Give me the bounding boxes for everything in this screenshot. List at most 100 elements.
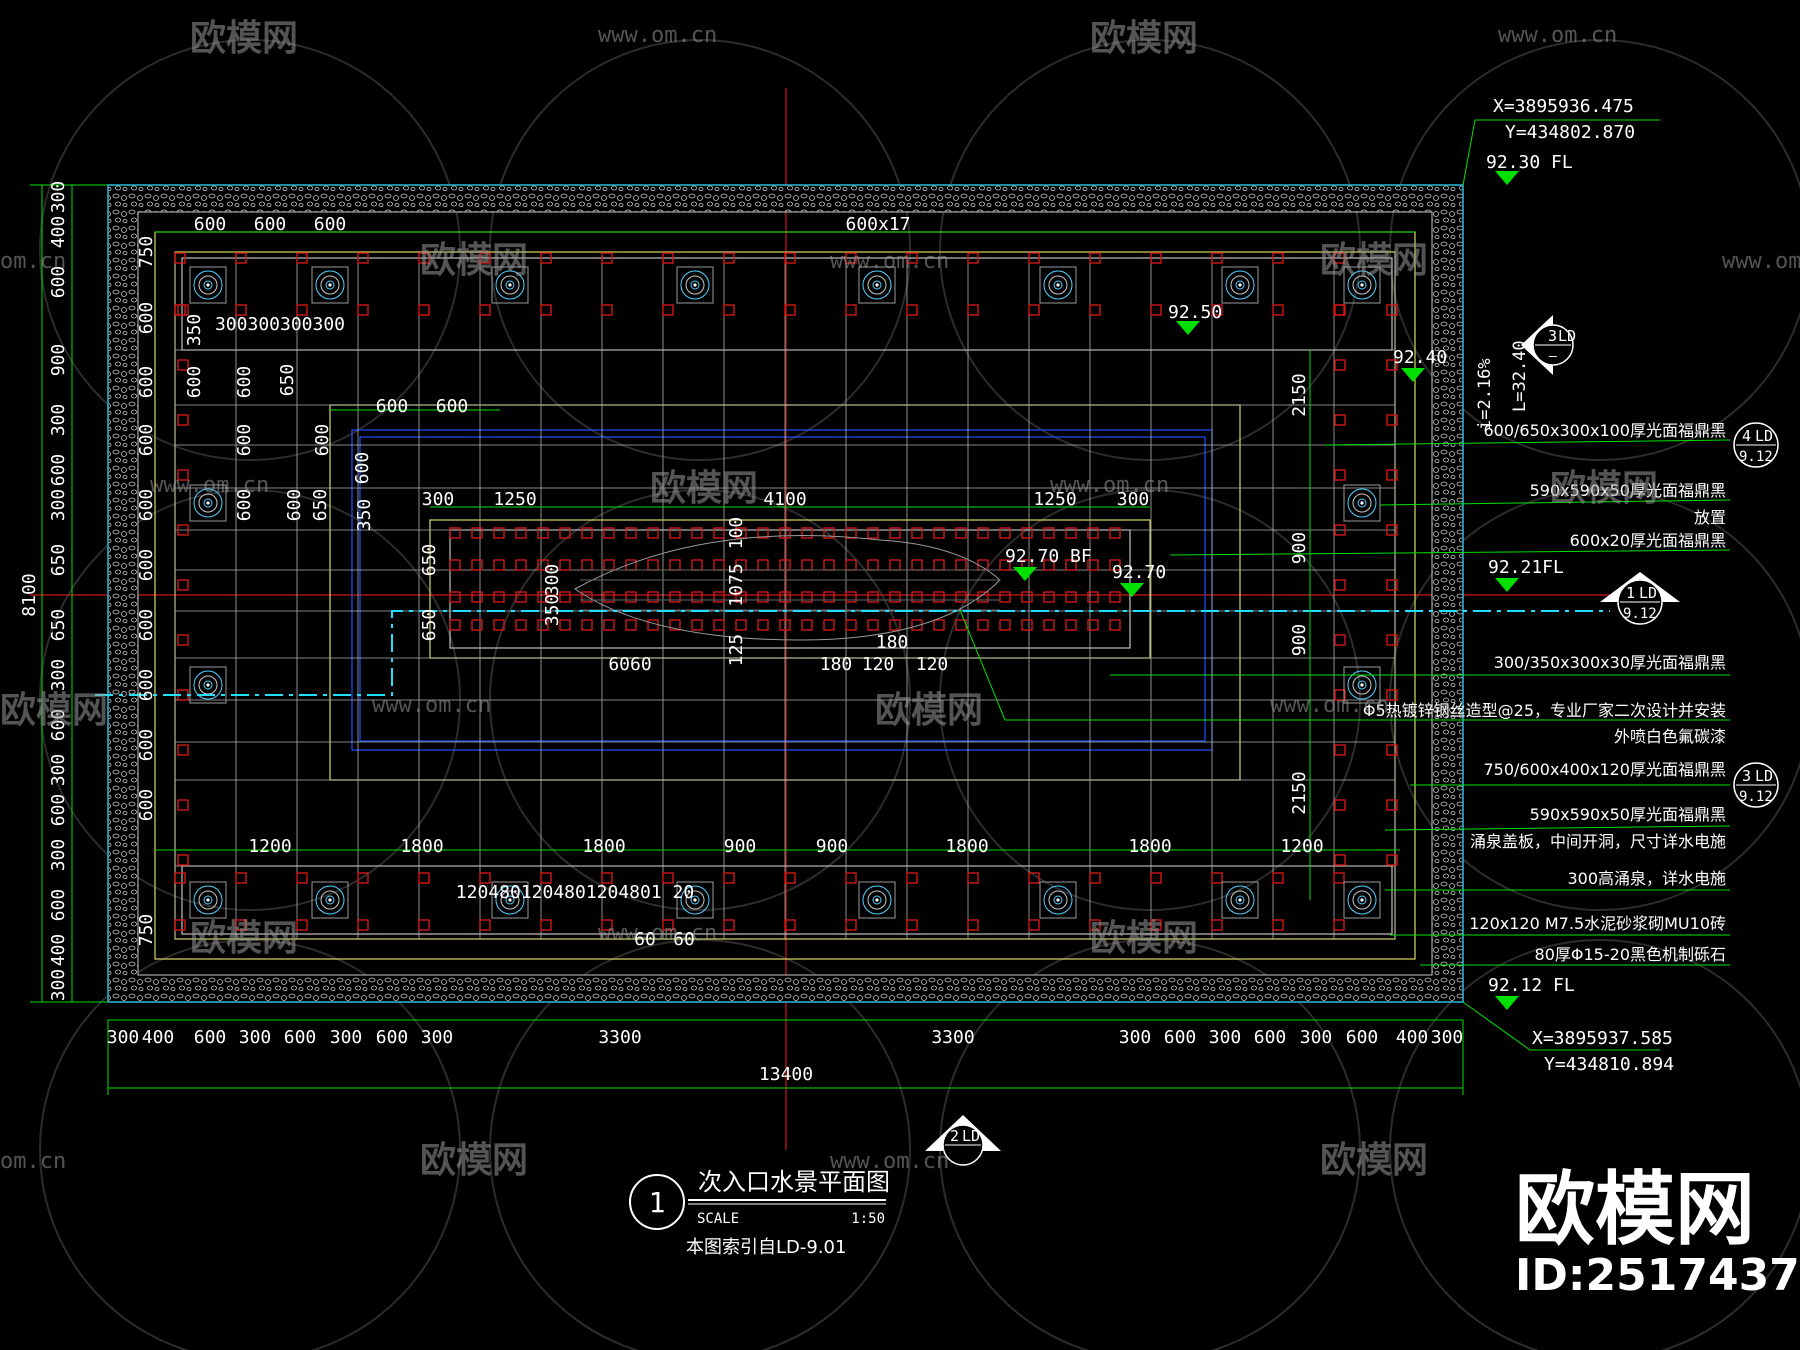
- fountain-icon: [1221, 266, 1259, 304]
- dimension-label: 600: [284, 489, 305, 522]
- svg-text:9.12: 9.12: [1739, 449, 1773, 465]
- dimension-label: 600: [312, 424, 333, 457]
- dimension-label: 600: [234, 489, 255, 522]
- material-callouts: 600/650x300x100厚光面福鼎黑 590x590x50厚光面福鼎黑 放…: [1363, 421, 1726, 964]
- dimension-label: 650: [48, 544, 69, 577]
- dimension-label: 300: [330, 1027, 363, 1048]
- dimension-label: 300: [542, 564, 563, 597]
- dimension-label: 300: [1117, 489, 1150, 510]
- fountain-icon: [189, 266, 227, 304]
- dimension-label: 300: [48, 659, 69, 692]
- dimension-label: 300: [239, 1027, 272, 1048]
- svg-text:9.12: 9.12: [1739, 789, 1773, 805]
- level-right-mid: 92.21FL: [1488, 557, 1564, 578]
- dimension-label: 600: [136, 789, 157, 822]
- dimension-label: 400: [48, 216, 69, 249]
- svg-text:欧模网: 欧模网: [1550, 468, 1658, 509]
- dimension-label: 600: [136, 489, 157, 522]
- dimension-label: 900: [1289, 624, 1310, 657]
- fountain-icon: [189, 666, 227, 704]
- callout-leaders: [959, 439, 1731, 966]
- dimension-label: 300: [48, 404, 69, 437]
- brand-id: ID:2517437: [1515, 1250, 1800, 1301]
- dimension-label: 3300: [931, 1027, 974, 1048]
- callout-0: 600/650x300x100厚光面福鼎黑: [1484, 421, 1727, 440]
- callout-1: 590x590x50厚光面福鼎黑: [1530, 481, 1726, 500]
- svg-text:www.om.cn: www.om.cn: [598, 23, 717, 48]
- dimension-label: 120: [862, 654, 895, 675]
- svg-text:2: 2: [950, 1127, 959, 1145]
- coord-top-y: Y=434802.870: [1505, 122, 1635, 143]
- section-line: [95, 610, 1610, 696]
- dimension-label: 650: [419, 544, 440, 577]
- dimension-label: 3300: [598, 1027, 641, 1048]
- svg-text:om.cn: om.cn: [0, 1149, 66, 1174]
- section-mark-4: 4 LD 9.12: [1733, 422, 1779, 468]
- dimension-label: 1800: [945, 836, 988, 857]
- total-height: 8100: [19, 573, 40, 616]
- dimension-label: 600x17: [845, 214, 910, 235]
- dimension-label: 750: [136, 236, 157, 269]
- fountain-icon: [189, 881, 227, 919]
- wire-sculpture: [574, 535, 1001, 641]
- svg-text:—: —: [1549, 349, 1557, 364]
- dimension-label: 4100: [763, 489, 806, 510]
- callout-9: 涌泉盖板，中间开洞，尺寸详水电施: [1470, 832, 1726, 851]
- svg-text:9.12: 9.12: [1623, 606, 1657, 622]
- dimension-label: 1200: [1280, 836, 1323, 857]
- callout-3: 600x20厚光面福鼎黑: [1570, 531, 1726, 550]
- dimension-label: 300: [1119, 1027, 1152, 1048]
- title-block: 1 次入口水景平面图 SCALE 1:50 本图索引自LD-9.01: [629, 1168, 890, 1258]
- section-mark-1: 1 LD 9.12: [1600, 572, 1680, 625]
- fountain-icon: [1343, 484, 1381, 522]
- dimension-label: 600: [48, 709, 69, 742]
- dimension-label: 1204801204801204801 20: [456, 882, 694, 903]
- drawing-reference: 本图索引自LD-9.01: [686, 1237, 846, 1258]
- dimension-label: 300: [48, 489, 69, 522]
- coord-bottom-y: Y=434810.894: [1544, 1054, 1674, 1075]
- dimension-label: 2150: [1289, 771, 1310, 814]
- callout-4: 300/350x300x30厚光面福鼎黑: [1494, 653, 1726, 672]
- svg-text:LD: LD: [1755, 767, 1773, 785]
- dimension-label: 1200: [248, 836, 291, 857]
- callout-7: 750/600x400x120厚光面福鼎黑: [1484, 760, 1727, 779]
- dimension-label: 1800: [582, 836, 625, 857]
- dimension-label: 600: [136, 549, 157, 582]
- svg-text:欧模网: 欧模网: [420, 240, 528, 281]
- dimension-label: 600: [194, 1027, 227, 1048]
- dimension-label: 300: [48, 754, 69, 787]
- fountain-icon: [311, 266, 349, 304]
- brand-logo: 欧模网: [1515, 1163, 1755, 1256]
- svg-text:www.om.cn: www.om.cn: [1722, 249, 1800, 274]
- svg-text:欧模网: 欧模网: [875, 690, 983, 731]
- callout-6: 外喷白色氟碳漆: [1614, 727, 1726, 746]
- dimension-label: 1075: [726, 563, 747, 606]
- dimension-label: 900: [48, 344, 69, 377]
- dimension-label: 600: [48, 794, 69, 827]
- section-mark-3: 3 LD —: [1521, 315, 1576, 375]
- svg-text:欧模网: 欧模网: [1090, 18, 1198, 59]
- fountain-icon: [1343, 881, 1381, 919]
- dimension-label: 300: [48, 969, 69, 1002]
- callout-8: 590x590x50厚光面福鼎黑: [1530, 805, 1726, 824]
- dimension-label: 600: [136, 729, 157, 762]
- dimension-label: 600: [234, 366, 255, 399]
- svg-text:www.om.cn: www.om.cn: [598, 921, 717, 946]
- section-mark-2: 2 LD: [925, 1115, 1001, 1166]
- drawing-number-circle: [629, 1174, 685, 1230]
- brick-posts: [174, 252, 1398, 931]
- svg-text:www.om.cn: www.om.cn: [830, 249, 949, 274]
- svg-text:www.om.cn: www.om.cn: [1050, 473, 1169, 498]
- dimension-label: 300: [48, 181, 69, 214]
- dimension-label: 400: [1396, 1027, 1429, 1048]
- dimension-lines: [30, 119, 1660, 1095]
- dimension-label: 600: [1254, 1027, 1287, 1048]
- svg-text:www.om.cn: www.om.cn: [150, 473, 269, 498]
- dimension-label: 600: [136, 424, 157, 457]
- dimension-label: 600: [234, 424, 255, 457]
- dimension-label: 180: [876, 632, 909, 653]
- dimension-label: 60: [673, 929, 695, 950]
- callout-5: Φ5热镀锌钢丝造型@25，专业厂家二次设计并安装: [1363, 701, 1726, 720]
- dimension-label: 300: [48, 839, 69, 872]
- dimension-label: 300: [421, 1027, 454, 1048]
